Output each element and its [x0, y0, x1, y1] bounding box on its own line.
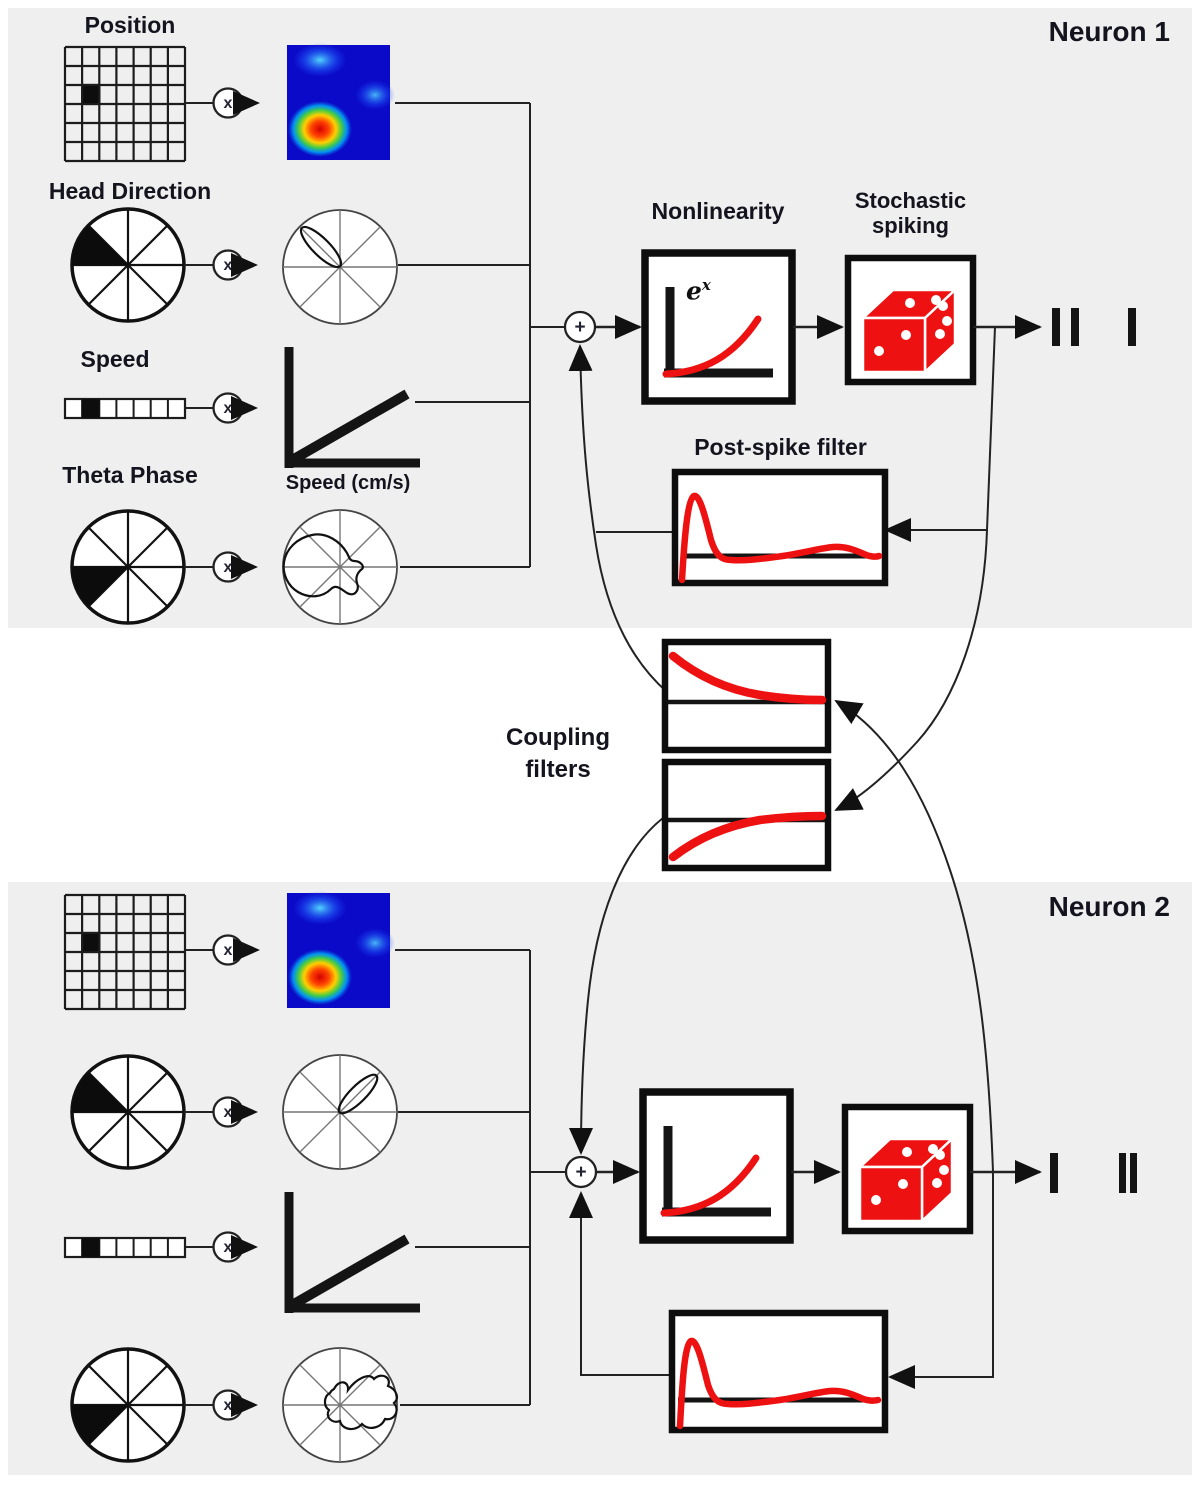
svg-text:x: x — [224, 257, 233, 274]
n1-spike-train — [1052, 308, 1136, 346]
n2-speed-bar — [63, 1236, 187, 1259]
svg-text:x: x — [224, 1104, 233, 1121]
n2-nonlinearity-box — [643, 1092, 790, 1240]
n2-position-row: x — [63, 891, 530, 1011]
theta-phase-label: Theta Phase — [62, 462, 198, 488]
neuron2-title: Neuron 2 — [1048, 891, 1170, 922]
neuron1-panel — [8, 8, 1192, 628]
svg-text:x: x — [224, 400, 233, 417]
n1-head-direction-row: x — [70, 207, 530, 325]
svg-text:x: x — [224, 559, 233, 576]
n1-theta-phase-row: x — [70, 509, 530, 625]
n1-speed-bar — [63, 397, 187, 420]
sum-icon — [563, 310, 597, 344]
post-spike-filter-label: Post-spike filter — [694, 434, 867, 460]
stochastic-spiking-label: Stochastic spiking — [828, 188, 993, 239]
stochastic-line2: spiking — [871, 213, 949, 239]
n2-position-heatmap — [287, 891, 395, 1008]
n2-spike-train — [1050, 1153, 1137, 1193]
n2-speed-tuning-plot — [284, 1192, 420, 1313]
n2-stochastic-dice-icon — [845, 1107, 970, 1231]
svg-text:x: x — [224, 1239, 233, 1256]
stochastic-line1: Stochastic — [854, 188, 967, 213]
n1-output-to-coupling-curve — [834, 326, 996, 811]
coupling-filter-2-box — [661, 758, 832, 872]
neuron2-panel — [8, 882, 1192, 1475]
n1-post-spike-filter-box — [671, 468, 889, 587]
speed-label: Speed — [80, 346, 150, 372]
n1-stochastic-dice-icon — [848, 258, 973, 382]
svg-text:+: + — [574, 317, 585, 338]
feedback-curves — [568, 326, 996, 1389]
n2-speed-row: x — [63, 1192, 530, 1313]
n2-head-direction-tuning — [282, 1054, 398, 1170]
position-label: Position — [84, 12, 176, 38]
n1-main-chain: + — [529, 103, 1136, 567]
n1-speed-tuning-plot — [284, 347, 420, 468]
n2-output-to-coupling-curve — [834, 699, 994, 1173]
n1-position-heatmap — [287, 43, 395, 160]
n2-theta-phase-row: x — [70, 1347, 530, 1463]
svg-text:+: + — [575, 1162, 586, 1183]
head-direction-label: Head Direction — [48, 178, 212, 204]
n2-head-direction-row: x — [70, 1054, 530, 1170]
coupling-line2: filters — [525, 756, 591, 783]
coupling1-to-n1-sum-curve — [568, 344, 668, 693]
n2-theta-tuning — [282, 1347, 398, 1463]
coupling-filter-1-box — [661, 638, 832, 754]
nonlinearity-label: Nonlinearity — [651, 198, 785, 224]
n2-postspike-exit-line — [569, 1191, 672, 1376]
exponential-formula: ex — [686, 276, 711, 305]
svg-text:x: x — [224, 95, 233, 112]
sum-icon — [564, 1155, 598, 1189]
formula-exponent: x — [701, 276, 711, 294]
n1-speed-row: x — [63, 347, 530, 468]
n2-post-spike-filter-box — [668, 1309, 889, 1434]
n2-main-chain: + — [529, 950, 1137, 1405]
speed-axis-label: Speed (cm/s) — [285, 472, 411, 494]
neuron1-title: Neuron 1 — [1048, 16, 1170, 47]
n1-position-row: x — [63, 43, 530, 163]
coupling-filters-label: Coupling filters — [478, 722, 638, 786]
coupling-line1: Coupling — [506, 724, 610, 751]
svg-text:x: x — [224, 1397, 233, 1414]
formula-base: e — [686, 276, 702, 306]
coupling2-to-n2-sum-curve — [569, 817, 664, 1155]
svg-text:x: x — [224, 942, 233, 959]
n1-head-direction-tuning — [282, 209, 398, 325]
n2-output-to-postspike-line — [888, 1172, 994, 1389]
n1-nonlinearity-box — [645, 253, 792, 401]
n1-theta-tuning — [282, 509, 398, 625]
